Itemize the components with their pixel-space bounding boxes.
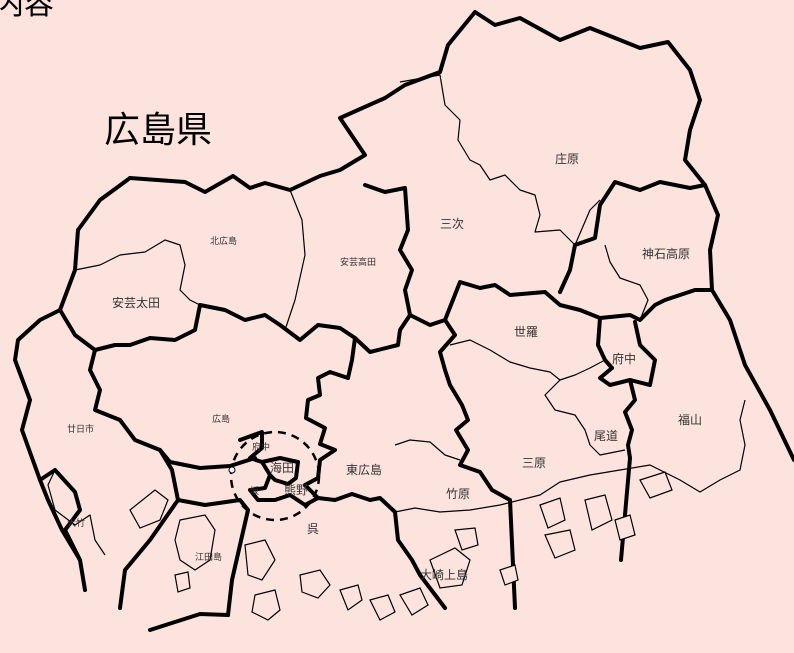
border-fuchu-south — [598, 320, 657, 387]
label-takehara: 竹原 — [446, 487, 470, 501]
border-mihara-onomichi — [544, 379, 626, 456]
prefecture-title: 広島県 — [104, 110, 212, 151]
border-sera — [443, 280, 614, 370]
label-mihara: 三原 — [522, 456, 546, 470]
label-osakikamijima: 大崎上島 — [420, 567, 468, 582]
border-shobara-jinseki — [574, 199, 601, 246]
border-jinseki-fukuyama — [604, 244, 649, 321]
label-kumano: 熊野 — [284, 482, 308, 497]
label-miyoshi: 三次 — [440, 217, 464, 231]
label-sera: 世羅 — [514, 325, 538, 339]
label-saka: 坂 — [250, 486, 259, 497]
border-east-hiroshima — [303, 370, 350, 487]
border-otake-inner — [47, 469, 106, 556]
label-hatsukaichi: 廿日市 — [67, 423, 94, 435]
border-kure-west — [148, 612, 230, 632]
border-sera-mihara — [449, 339, 606, 381]
border-sera-higashihiroshima — [408, 313, 517, 610]
coastline — [394, 399, 746, 513]
border-takehara — [394, 439, 461, 461]
border-otake — [118, 448, 180, 610]
label-kaita: 海田 — [270, 460, 294, 475]
border-fuchu — [598, 288, 714, 322]
border-central-towns — [238, 430, 320, 507]
west-coast-boundary — [13, 176, 132, 592]
border-hiroshima-north — [88, 348, 257, 470]
label-higashihiroshima: 東広島 — [346, 462, 382, 477]
label-fuchu-city: 府中 — [612, 351, 636, 366]
border-kure-east — [303, 483, 447, 610]
label-kure: 呉 — [307, 522, 319, 536]
label-jinsekikogen: 神石高原 — [642, 246, 690, 261]
border-miyoshi-shobara — [399, 74, 576, 246]
border-onomichi — [619, 378, 637, 562]
border-north-west — [58, 303, 357, 380]
prefecture-outline — [128, 10, 794, 462]
border-hatsukaichi-otake — [38, 468, 82, 562]
label-fukuyama: 福山 — [678, 412, 702, 427]
label-akiota: 安芸太田 — [112, 295, 160, 310]
border-miyoshi-west — [353, 183, 414, 354]
label-kitahiroshima: 北広島 — [210, 235, 237, 247]
border-akiota — [74, 239, 201, 306]
location-dot — [228, 466, 236, 474]
label-hiroshima: 広島 — [212, 413, 230, 425]
label-otake: 大竹 — [67, 517, 85, 529]
label-fuchu-town: 府中 — [252, 441, 270, 453]
label-etajima: 江田島 — [195, 551, 222, 563]
label-shobara: 庄原 — [555, 151, 579, 166]
border-kitahiroshima-akitakata — [284, 189, 306, 331]
label-akitakata: 安芸高田 — [340, 256, 376, 268]
border-jinseki — [558, 180, 707, 294]
label-onomichi: 尾道 — [594, 429, 618, 443]
corner-text: 内容 — [0, 0, 54, 22]
highlight-circle — [229, 430, 321, 522]
islands — [129, 471, 673, 621]
